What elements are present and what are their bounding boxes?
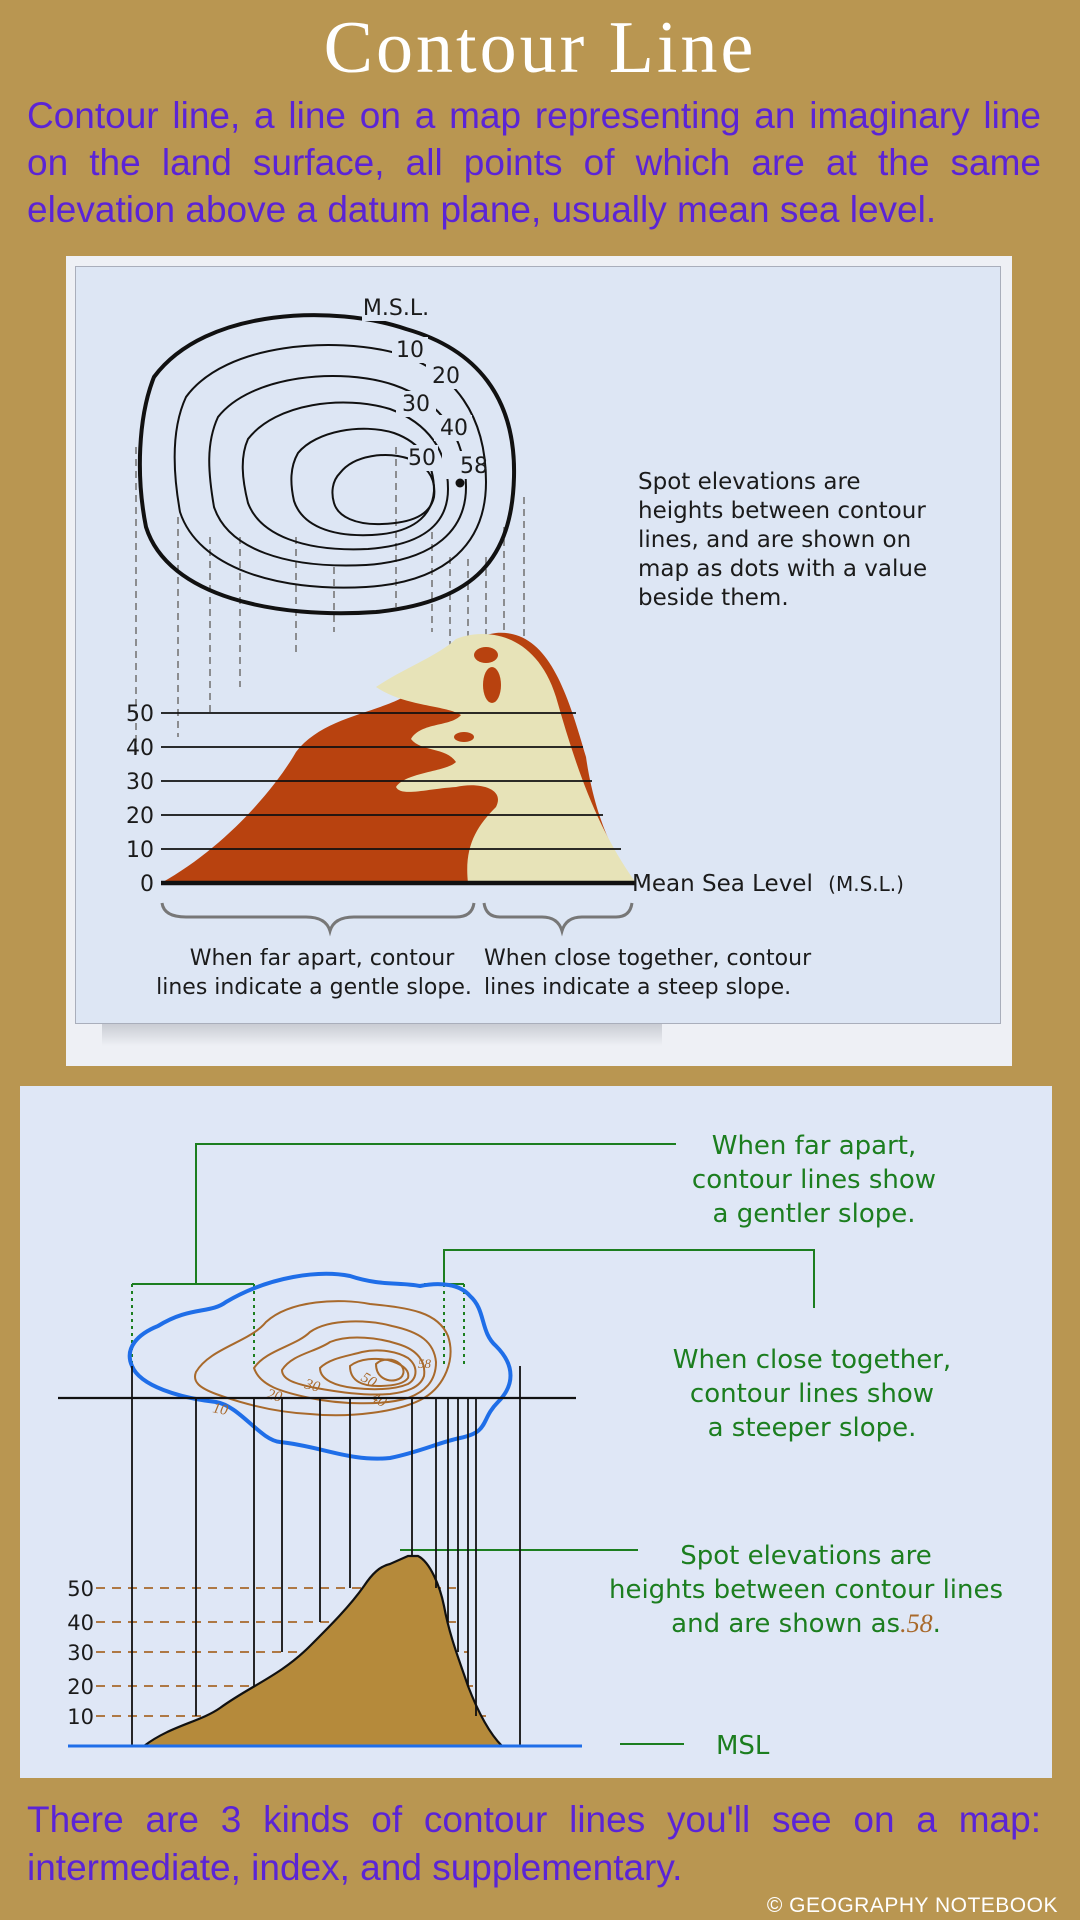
contour-label-40: 40 — [440, 416, 468, 441]
callout-brackets — [132, 1143, 815, 1745]
contour-loops — [137, 313, 517, 616]
spot-elevation-note: Spot elevations are heights between cont… — [638, 469, 927, 611]
gentle-slope-note: When far apart, contour lines indicate a… — [156, 946, 472, 1000]
svg-text:50: 50 — [67, 1577, 94, 1601]
svg-text:10: 10 — [67, 1705, 94, 1729]
contour-profile-diagram: 10 20 30 50 40 58 — [58, 1131, 1003, 1761]
contour-profile-panel: 10 20 30 50 40 58 — [20, 1086, 1052, 1778]
hill-light-area — [376, 633, 636, 883]
page-title: Contour Line — [323, 7, 757, 89]
svg-text:50: 50 — [126, 702, 154, 727]
projection-drop-lines — [131, 1366, 521, 1746]
svg-text:a gentler slope.: a gentler slope. — [713, 1199, 916, 1229]
msl-label: MSL — [716, 1731, 770, 1761]
svg-text:58: 58 — [418, 1356, 432, 1371]
contour-diagram-frame: M.S.L. 10 20 30 40 50 58 Spot elevations… — [75, 266, 1001, 1024]
svg-text:heights between contour lines: heights between contour lines — [609, 1575, 1003, 1605]
elevation-levels — [161, 712, 636, 886]
svg-text:lines indicate a gentle slope.: lines indicate a gentle slope. — [156, 975, 472, 1000]
elevation-axis-ticks: 50 40 30 20 10 0 — [126, 702, 154, 897]
svg-text:40: 40 — [67, 1611, 94, 1635]
callout-dotted-guides — [131, 1284, 465, 1366]
svg-text:When close together, contour: When close together, contour — [484, 946, 812, 971]
svg-text:heights between contour: heights between contour — [638, 498, 926, 524]
intro-paragraph: Contour line, a line on a map representi… — [27, 95, 1041, 230]
hill-spots — [454, 647, 501, 742]
spot-elevation-label: 58 — [460, 454, 488, 479]
panel-shadow — [102, 1024, 662, 1046]
svg-text:a steeper slope.: a steeper slope. — [708, 1413, 917, 1443]
steep-slope-brace — [482, 902, 634, 937]
svg-text:contour lines show: contour lines show — [690, 1379, 934, 1409]
svg-text:10: 10 — [126, 838, 154, 863]
spot-elevation-dot — [455, 478, 465, 488]
steep-slope-note: When close together, contour lines indic… — [484, 946, 812, 1000]
svg-text:40: 40 — [126, 736, 154, 761]
svg-text:40: 40 — [368, 1390, 389, 1412]
svg-text:20: 20 — [126, 804, 154, 829]
contour-map-diagram: M.S.L. 10 20 30 40 50 58 Spot elevations… — [126, 293, 927, 1000]
gentle-slope-callout: When far apart, contour lines show a gen… — [692, 1131, 936, 1229]
svg-text:30: 30 — [126, 770, 154, 795]
svg-text:Spot elevations are: Spot elevations are — [638, 469, 861, 495]
contour-label-msl: M.S.L. — [363, 296, 429, 321]
contour-msl — [137, 313, 517, 616]
hill-profile-brown — [140, 1554, 505, 1748]
contour-label-30: 30 — [402, 392, 430, 417]
svg-text:map as dots with a value: map as dots with a value — [638, 556, 927, 582]
svg-text:When far apart, contour: When far apart, contour — [190, 946, 456, 971]
svg-text:Spot elevations are: Spot elevations are — [680, 1541, 932, 1571]
contour-label-50: 50 — [408, 446, 436, 471]
msl-label: Mean Sea Level (M.S.L.) — [632, 871, 904, 897]
contour-label-20: 20 — [432, 364, 460, 389]
svg-text:When close together,: When close together, — [673, 1345, 951, 1375]
label-backgrounds — [362, 293, 478, 479]
contour-label-10: 10 — [396, 338, 424, 363]
svg-text:lines indicate a steep slope.: lines indicate a steep slope. — [484, 975, 791, 1000]
contour-diagram-panel: M.S.L. 10 20 30 40 50 58 Spot elevations… — [66, 256, 1012, 1066]
svg-text:When far apart,: When far apart, — [712, 1131, 916, 1161]
gentle-slope-brace — [160, 902, 476, 937]
svg-text:30: 30 — [302, 1376, 322, 1396]
svg-text:beside them.: beside them. — [638, 585, 789, 611]
svg-text:lines, and are shown on: lines, and are shown on — [638, 527, 911, 553]
svg-text:0: 0 — [140, 872, 154, 897]
svg-text:10: 10 — [211, 1400, 229, 1419]
svg-text:and are shown as.58.: and are shown as.58. — [671, 1609, 941, 1639]
svg-text:20: 20 — [67, 1675, 94, 1699]
svg-text:20: 20 — [265, 1386, 284, 1405]
svg-text:30: 30 — [67, 1641, 94, 1665]
svg-text:contour lines show: contour lines show — [692, 1165, 936, 1195]
outro-paragraph: There are 3 kinds of contour lines you'l… — [27, 1799, 1041, 1888]
shoreline-contour — [127, 1271, 513, 1461]
spot-elevation-callout: Spot elevations are heights between cont… — [609, 1541, 1003, 1639]
steep-slope-callout: When close together, contour lines show … — [673, 1345, 951, 1443]
credit-label: © GEOGRAPHY NOTEBOOK — [766, 1894, 1058, 1917]
profile-axis-ticks: 50 40 30 20 10 — [67, 1577, 94, 1729]
